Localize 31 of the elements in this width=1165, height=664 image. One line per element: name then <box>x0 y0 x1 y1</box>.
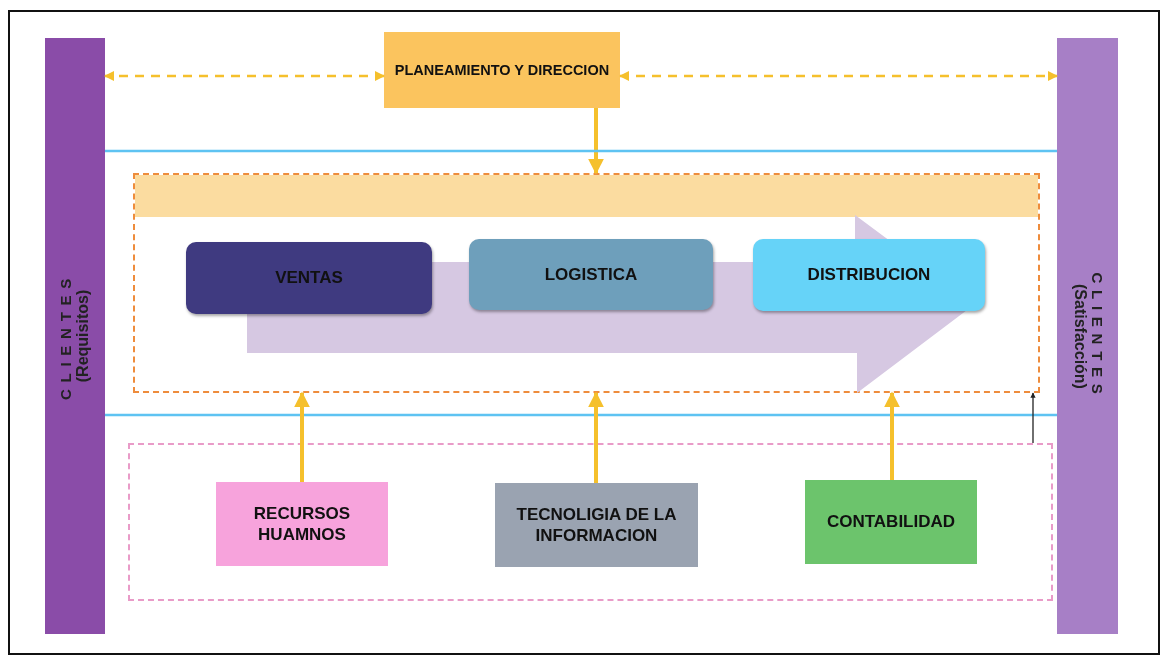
node-label: DISTRIBUCION <box>806 264 932 286</box>
arrow <box>294 391 310 482</box>
divider-line <box>105 149 1057 153</box>
node-label: PLANEAMIENTO Y DIRECCION <box>393 60 611 80</box>
support-box <box>805 480 977 564</box>
arrow <box>104 71 385 81</box>
support-box <box>495 483 698 567</box>
process-box <box>469 239 713 310</box>
dashed-group-box <box>128 443 1053 601</box>
bar-title: CLIENTES <box>1088 271 1106 401</box>
arrow <box>1030 392 1036 444</box>
node-label: VENTAS <box>274 267 344 289</box>
bar-title: CLIENTES <box>57 271 75 401</box>
client-bar <box>1057 38 1118 634</box>
client-bar <box>45 38 105 634</box>
node-label: CONTABILIDAD <box>825 511 957 533</box>
node-label: TECNOLIGIA DE LA INFORMACION <box>515 503 678 547</box>
arrow <box>588 391 604 483</box>
bar-subtitle: (Requisitos) <box>74 289 93 383</box>
bar-subtitle: (Satisfacción) <box>1070 283 1089 389</box>
dashed-group-box <box>133 173 1040 393</box>
process-box <box>753 239 985 311</box>
support-box <box>216 482 388 566</box>
arrow <box>884 391 900 480</box>
node-label: LOGISTICA <box>543 263 639 286</box>
arrow <box>588 108 604 175</box>
node-label: RECURSOS HUAMNOS <box>252 502 352 546</box>
process-box <box>186 242 432 314</box>
arrow <box>619 71 1058 81</box>
process-box <box>384 32 620 108</box>
divider-line <box>105 413 1057 417</box>
